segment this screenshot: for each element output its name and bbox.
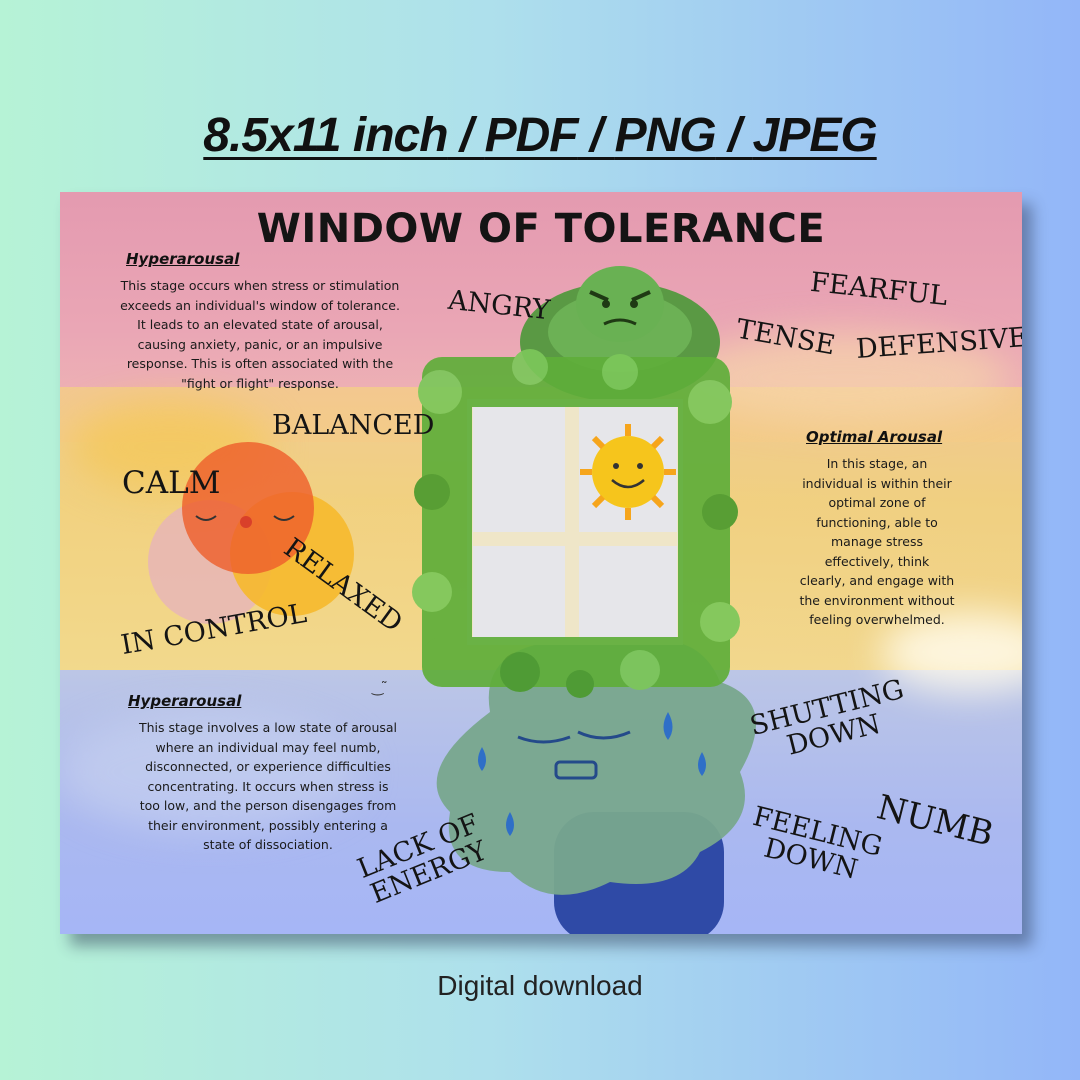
- format-png: PNG: [614, 109, 717, 162]
- format-jpeg: JPEG: [752, 109, 878, 162]
- text-line: optimal zone of: [828, 495, 926, 510]
- text-line: "fight or flight" response.: [181, 375, 339, 391]
- optimal-description: In this stage, an individual is within t…: [782, 454, 972, 630]
- svg-text:‿ ̃: ‿ ̃: [371, 680, 388, 696]
- hypoarousal-heading: Hyperarousal: [128, 692, 242, 710]
- text-line: disconnected, or experience difficulties: [145, 759, 391, 774]
- text-line: causing anxiety, panic, or an impulsive: [137, 336, 383, 352]
- text-line: individual is within their: [802, 475, 952, 491]
- text-line: This stage involves a low state of arous…: [138, 720, 398, 735]
- text-line: feeling overwhelmed.: [809, 612, 945, 627]
- text-line: the environment without: [799, 592, 955, 608]
- text-line: effectively, think: [824, 553, 930, 569]
- window-icon: [467, 399, 683, 645]
- watercolor-wash: [60, 712, 360, 832]
- text-line: This stage occurs when stress or stimula…: [120, 278, 400, 293]
- text-line: response. This is often associated with …: [126, 356, 394, 371]
- format-separator: /: [577, 109, 615, 162]
- text-line: exceeds an individual's window of tolera…: [120, 297, 400, 313]
- text-line: It leads to an elevated state of arousal…: [137, 317, 383, 332]
- format-header: 8.5x11 inch / PDF / PNG / JPEG: [0, 108, 1080, 163]
- text-line: too low, and the person disengages from: [139, 798, 397, 813]
- text-line: their environment, possibly entering a: [148, 817, 388, 833]
- word-calm: CALM: [122, 465, 221, 501]
- watercolor-wash: [680, 332, 1010, 422]
- poster-preview: ‿ ̃: [60, 192, 1022, 934]
- text-line: state of dissociation.: [203, 837, 333, 852]
- format-separator: /: [715, 109, 753, 162]
- hyperarousal-description: This stage occurs when stress or stimula…: [100, 276, 420, 393]
- optimal-heading: Optimal Arousal: [806, 428, 943, 446]
- watercolor-wash: [880, 612, 1022, 692]
- hypoarousal-description: This stage involves a low state of arous…: [108, 718, 428, 855]
- text-line: In this stage, an: [826, 456, 928, 471]
- word-balanced: BALANCED: [272, 410, 435, 441]
- poster-title: WINDOW OF TOLERANCE: [256, 206, 826, 252]
- hyperarousal-heading: Hyperarousal: [126, 250, 240, 268]
- format-pdf: PDF: [484, 109, 579, 162]
- text-line: manage stress: [830, 534, 923, 549]
- sad-cloud-icon: ‿ ̃: [371, 627, 756, 934]
- text-line: where an individual may feel numb,: [155, 739, 381, 755]
- format-size: 8.5x11 inch: [203, 109, 448, 162]
- smiling-sun-icon: [580, 424, 676, 520]
- emotion-circles-icon: [148, 442, 354, 624]
- vine-frame-icon: [412, 349, 740, 698]
- text-line: concentrating. It occurs when stress is: [147, 778, 389, 794]
- text-line: functioning, able to: [816, 514, 938, 530]
- illustration-layer: ‿ ̃: [148, 266, 756, 934]
- digital-download-label: Digital download: [437, 970, 643, 1001]
- format-separator: /: [447, 109, 485, 162]
- text-line: clearly, and engage with: [799, 573, 955, 588]
